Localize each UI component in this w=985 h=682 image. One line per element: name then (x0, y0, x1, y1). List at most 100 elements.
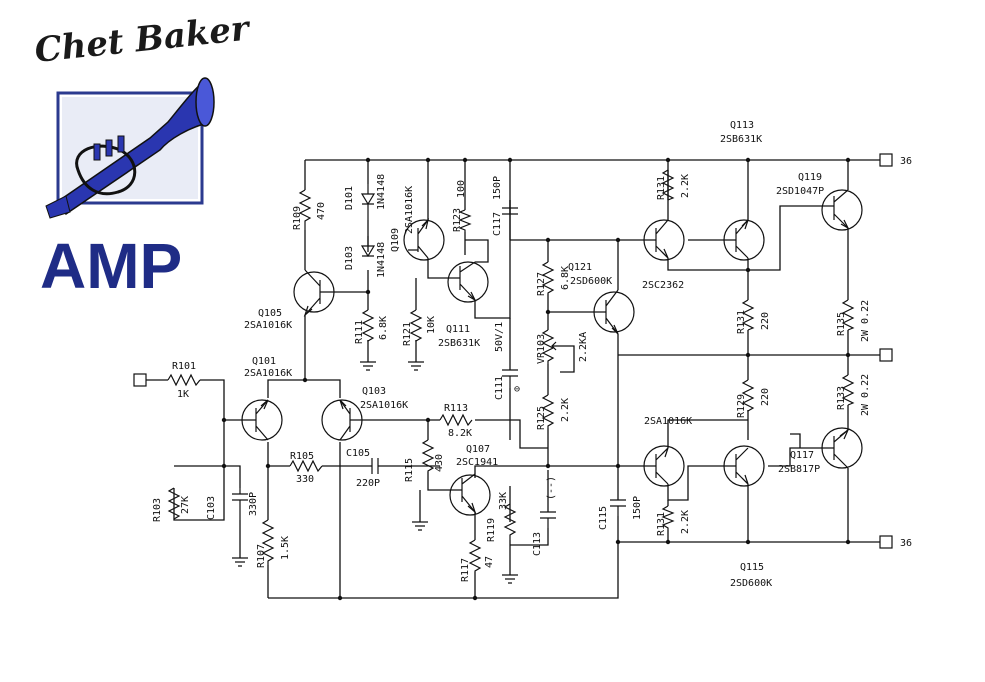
svg-text:R131: R131 (656, 512, 667, 536)
top-terminal (879, 153, 893, 167)
d101: D101 1N4148 (344, 174, 387, 220)
svg-text:33K: 33K (498, 492, 509, 510)
svg-text:2SA1016K: 2SA1016K (644, 416, 692, 427)
q115-transistor: Q115 2SD600K (723, 445, 772, 589)
svg-text:150P: 150P (492, 176, 503, 200)
svg-text:R109: R109 (292, 206, 303, 230)
r131-lower-driver: R131 2.2K (656, 505, 691, 536)
svg-text:2SB631K: 2SB631K (720, 134, 762, 145)
svg-text:2SD600K: 2SD600K (570, 276, 612, 287)
svg-text:VR103: VR103 (536, 334, 547, 364)
q119-transistor: Q119 2SD1047P (776, 172, 863, 231)
r125: R125 2.2K (536, 394, 571, 430)
r121: R121 10K (402, 309, 437, 346)
q109-transistor: Q109 2SA1016K (390, 186, 445, 261)
svg-text:50V/1: 50V/1 (494, 322, 505, 352)
svg-text:Q121: Q121 (568, 262, 592, 273)
svg-text:47: 47 (484, 556, 495, 568)
output-terminal (879, 348, 893, 362)
svg-text:220: 220 (760, 312, 771, 330)
svg-text:2.2KA: 2.2KA (578, 332, 589, 362)
terminals: 36 36 (133, 153, 912, 549)
svg-text:Q105: Q105 (258, 308, 282, 319)
svg-text:R129: R129 (736, 394, 747, 418)
q-driver-top-transistor: 2SC2362 (640, 219, 685, 291)
vr103: VR103 2.2KA (536, 329, 589, 364)
svg-text:430: 430 (434, 454, 445, 472)
ground-symbols (232, 361, 518, 584)
r103: R103 27K (152, 487, 191, 522)
svg-text:R103: R103 (152, 498, 163, 522)
svg-text:1N4148: 1N4148 (376, 242, 387, 278)
top-terminal-label: 36 (900, 156, 912, 167)
svg-text:2SD600K: 2SD600K (730, 578, 772, 589)
svg-text:1N4148: 1N4148 (376, 174, 387, 210)
svg-text:330P: 330P (248, 492, 259, 516)
c103: C103 330P (206, 488, 259, 520)
r123: R123 100 (452, 180, 472, 232)
r135: R135 2W 0.22 (836, 299, 871, 342)
r127: R127 6.8K (536, 261, 571, 296)
d103: D103 1N4148 (344, 236, 387, 278)
svg-text:C115: C115 (598, 506, 609, 530)
svg-text:D101: D101 (344, 186, 355, 210)
r133: R133 2W 0.22 (836, 374, 871, 416)
logo-title: Chet Baker (33, 8, 253, 70)
r107: R107 1.5K (256, 519, 291, 568)
svg-text:C111: C111 (494, 376, 505, 400)
r109: R109 470 (292, 189, 327, 230)
chet-baker-logo: Chet Baker AMP (33, 8, 253, 302)
svg-text:8.2K: 8.2K (448, 428, 472, 439)
svg-text:470: 470 (316, 202, 327, 220)
c113: C113 (--) (532, 476, 557, 556)
r111: R111 6.8K (354, 309, 389, 344)
svg-text:6.8K: 6.8K (560, 266, 571, 290)
svg-text:220P: 220P (356, 478, 380, 489)
svg-text:100: 100 (456, 180, 467, 198)
svg-text:Q107: Q107 (466, 444, 490, 455)
svg-text:2SB817P: 2SB817P (778, 464, 820, 475)
c111: C111 50V/1 ⊖ (494, 322, 520, 400)
svg-text:R125: R125 (536, 406, 547, 430)
svg-text:2.2K: 2.2K (560, 398, 571, 422)
svg-text:R111: R111 (354, 320, 365, 344)
r115: R115 430 (404, 439, 445, 482)
r131-upper-emitter: R131 220 (736, 299, 771, 334)
svg-text:C105: C105 (346, 448, 370, 459)
svg-text:R105: R105 (290, 451, 314, 462)
svg-text:R117: R117 (460, 558, 471, 582)
svg-text:⊖: ⊖ (514, 384, 520, 395)
svg-text:(--): (--) (546, 476, 557, 500)
svg-text:330: 330 (296, 474, 314, 485)
svg-text:Q111: Q111 (446, 324, 470, 335)
logo-frame (56, 91, 204, 205)
r105: R105 330 (289, 451, 323, 485)
svg-text:Q119: Q119 (798, 172, 822, 183)
svg-text:1.5K: 1.5K (280, 536, 291, 560)
svg-text:Q103: Q103 (362, 386, 386, 397)
wiring (146, 159, 880, 599)
svg-text:2SB631K: 2SB631K (438, 338, 480, 349)
svg-text:C117: C117 (492, 212, 503, 236)
r129: R129 220 (736, 379, 771, 418)
svg-text:R113: R113 (444, 403, 468, 414)
svg-text:2.2K: 2.2K (680, 510, 691, 534)
svg-text:6.8K: 6.8K (378, 316, 389, 340)
svg-text:R127: R127 (536, 272, 547, 296)
r113: R113 8.2K (439, 403, 473, 439)
bottom-terminal (879, 535, 893, 549)
junction-dots (221, 157, 851, 601)
c115: C115 150P (598, 496, 643, 530)
q105-transistor: Q105 2SA1016K (244, 269, 335, 331)
q-driver-bottom-transistor: 2SA1016K (640, 416, 692, 487)
svg-text:220: 220 (760, 388, 771, 406)
bottom-terminal-label: 36 (900, 538, 912, 549)
svg-text:R119: R119 (486, 518, 497, 542)
svg-text:Q117: Q117 (790, 450, 814, 461)
svg-text:D103: D103 (344, 246, 355, 270)
svg-text:R115: R115 (404, 458, 415, 482)
svg-text:R131: R131 (656, 176, 667, 200)
svg-text:R131: R131 (736, 310, 747, 334)
svg-text:C113: C113 (532, 532, 543, 556)
